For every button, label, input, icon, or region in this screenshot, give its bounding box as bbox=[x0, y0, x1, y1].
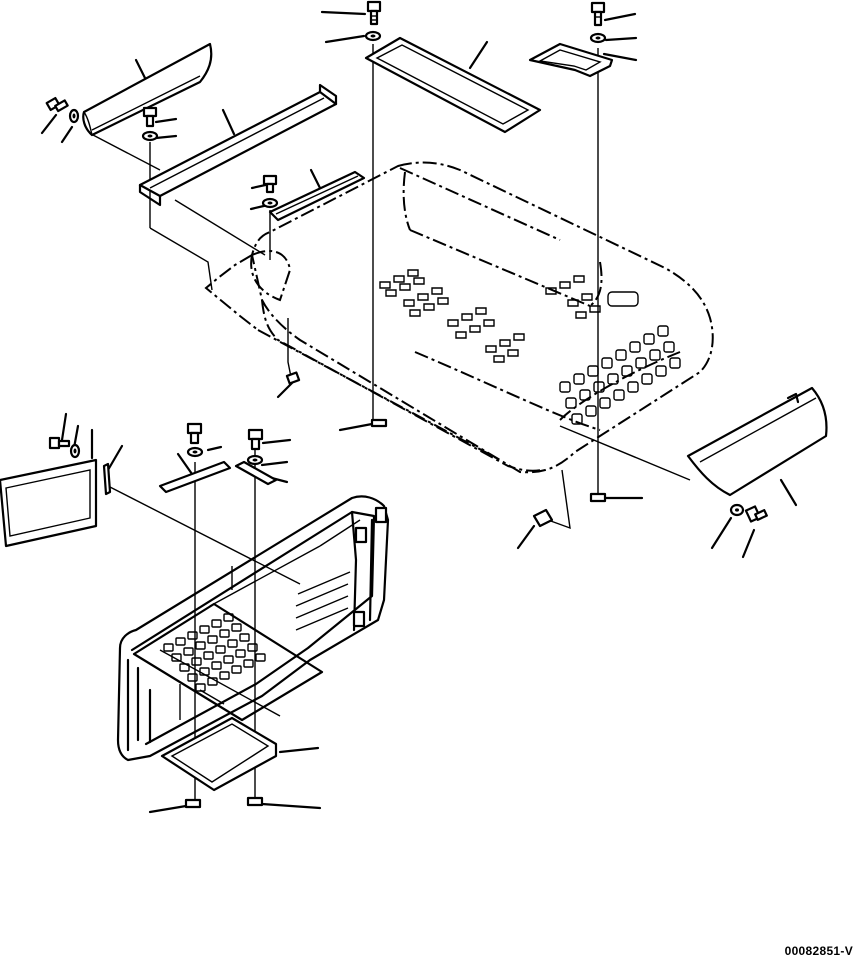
washer-icon bbox=[248, 456, 262, 464]
washer-icon bbox=[188, 448, 202, 456]
side-panel-icon bbox=[83, 44, 211, 135]
washer-icon bbox=[366, 32, 380, 40]
seal-gasket-icon bbox=[530, 44, 612, 76]
vent-grille-icon bbox=[380, 270, 638, 362]
bracket-icon bbox=[104, 464, 110, 494]
bolt-icon bbox=[249, 430, 262, 449]
bolt-icon bbox=[264, 176, 276, 192]
washer-icon bbox=[143, 132, 157, 140]
bolt-icon bbox=[47, 98, 68, 111]
assembly-lines bbox=[93, 44, 690, 800]
cover-plate-icon bbox=[366, 38, 540, 132]
washer-icon bbox=[70, 110, 78, 122]
bolt-icon bbox=[368, 2, 380, 24]
vent-grille-icon bbox=[164, 614, 265, 691]
washer-icon bbox=[591, 34, 605, 42]
clip-icon bbox=[186, 798, 262, 807]
bolt-icon bbox=[746, 506, 767, 521]
washer-icon bbox=[71, 445, 79, 457]
washer-icon bbox=[263, 199, 277, 207]
side-panel-icon bbox=[688, 388, 826, 495]
vent-grille-icon bbox=[560, 326, 680, 424]
clip-icon bbox=[287, 373, 605, 526]
bracket-icon bbox=[236, 462, 276, 484]
bracket-icon bbox=[160, 462, 230, 492]
bracket-icon bbox=[140, 85, 336, 205]
bolt-icon bbox=[50, 438, 69, 448]
cover-plate-icon bbox=[162, 718, 276, 790]
seal-gasket-icon bbox=[0, 460, 96, 546]
bolt-icon bbox=[592, 3, 604, 25]
bracket-icon bbox=[270, 172, 364, 220]
hood-cover-icon bbox=[206, 163, 713, 473]
frame-icon bbox=[118, 496, 388, 760]
washer-icon bbox=[731, 505, 743, 515]
bolt-icon bbox=[188, 424, 201, 443]
drawing-code: 00082851-V bbox=[784, 944, 853, 958]
bolt-icon bbox=[144, 108, 156, 126]
